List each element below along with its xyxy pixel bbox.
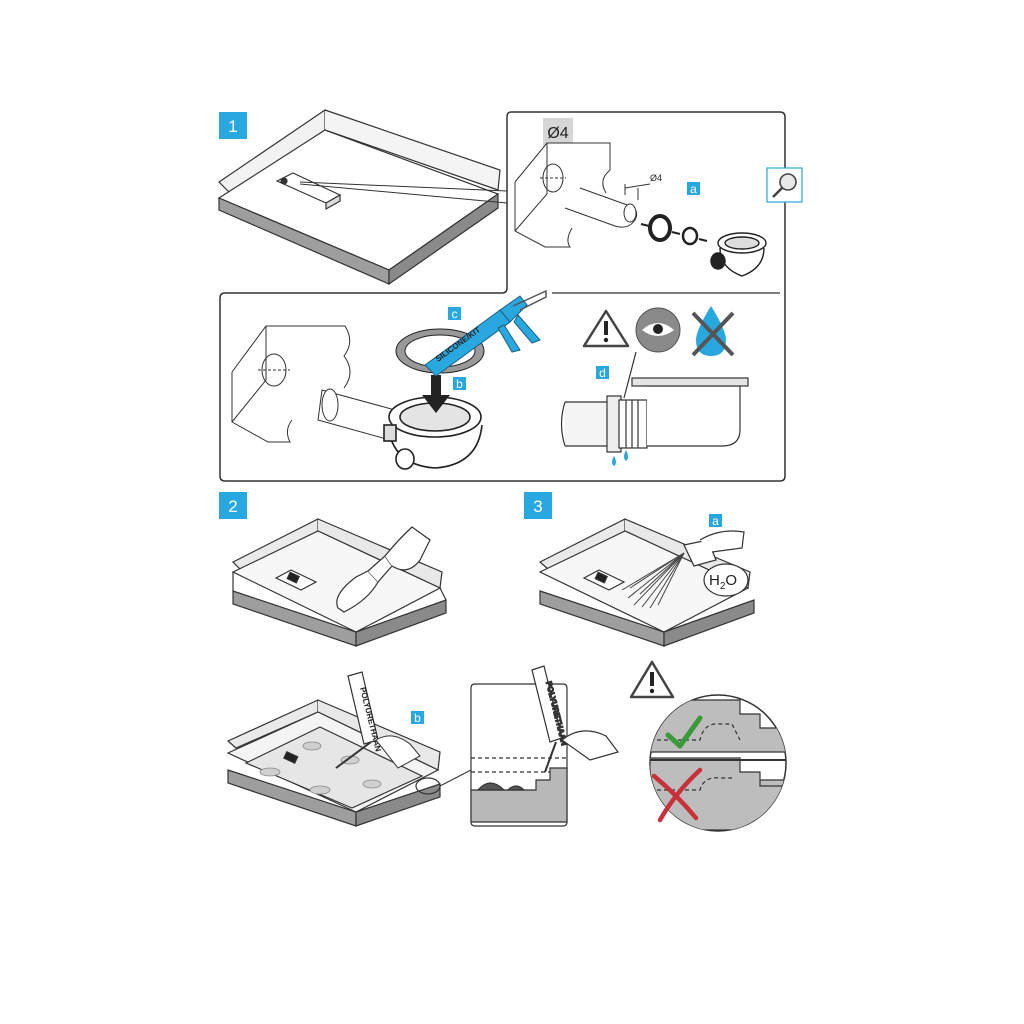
diameter-badge-label: Ø4 <box>547 125 568 142</box>
label-d <box>596 366 609 379</box>
tray-vacuum-scene <box>231 518 447 647</box>
label-a-text: a <box>690 182 697 196</box>
magnifier-icon <box>766 167 803 203</box>
label-a <box>709 514 722 527</box>
step-number-label: 3 <box>533 497 542 516</box>
label-c-text: c <box>452 307 458 321</box>
label-a <box>687 182 700 195</box>
callout-line <box>623 351 637 399</box>
label-d-text: d <box>599 366 606 380</box>
warning-triangle-icon <box>582 309 630 348</box>
comparison-circle <box>649 694 787 832</box>
label-b <box>411 711 424 724</box>
tray-overview <box>217 108 501 286</box>
adhesive-detail: POLYURETHAAN <box>470 665 620 827</box>
pipe-assembly <box>231 325 396 443</box>
down-arrow-icon <box>422 375 450 413</box>
drain-body-large <box>383 396 483 470</box>
checkmark-icon <box>665 715 703 749</box>
water-bubble-label: H2O <box>709 572 737 592</box>
step-number-badge <box>219 492 247 519</box>
label-a-text: a <box>712 514 719 528</box>
no-water-icon <box>691 306 735 357</box>
callout-line <box>299 181 508 192</box>
callout-line <box>439 769 472 787</box>
pipe-detail <box>514 142 651 248</box>
step-number-badge <box>219 112 247 139</box>
diameter-badge <box>543 118 573 146</box>
callout-line <box>299 183 508 204</box>
seal-rings <box>640 214 708 246</box>
label-c <box>448 307 461 320</box>
adhesive-cartridge: POLYURETHAAN <box>335 671 421 769</box>
water-drops-icon <box>612 450 628 466</box>
step-number-label: 1 <box>228 117 237 136</box>
step-number-label: 2 <box>228 497 237 516</box>
step-3: 3 H2O a <box>226 492 787 832</box>
step-2: 2 <box>219 492 447 647</box>
spray-mist <box>621 552 685 609</box>
step-1: 1 Ø4 <box>217 108 803 482</box>
spray-bottle <box>683 530 749 597</box>
step-number-badge <box>524 492 552 519</box>
drain-body-small <box>710 232 767 277</box>
drain-cross-section <box>560 377 749 453</box>
adhesive-blobs <box>259 741 382 795</box>
dimension-label: Ø4 <box>650 173 662 183</box>
detail-frame <box>219 111 786 482</box>
label-b-text: b <box>414 711 421 725</box>
label-b-text: b <box>456 377 463 391</box>
label-b <box>453 377 466 390</box>
cross-icon <box>651 767 703 823</box>
warning-triangle-icon <box>629 660 675 699</box>
eye-icon <box>635 307 681 353</box>
